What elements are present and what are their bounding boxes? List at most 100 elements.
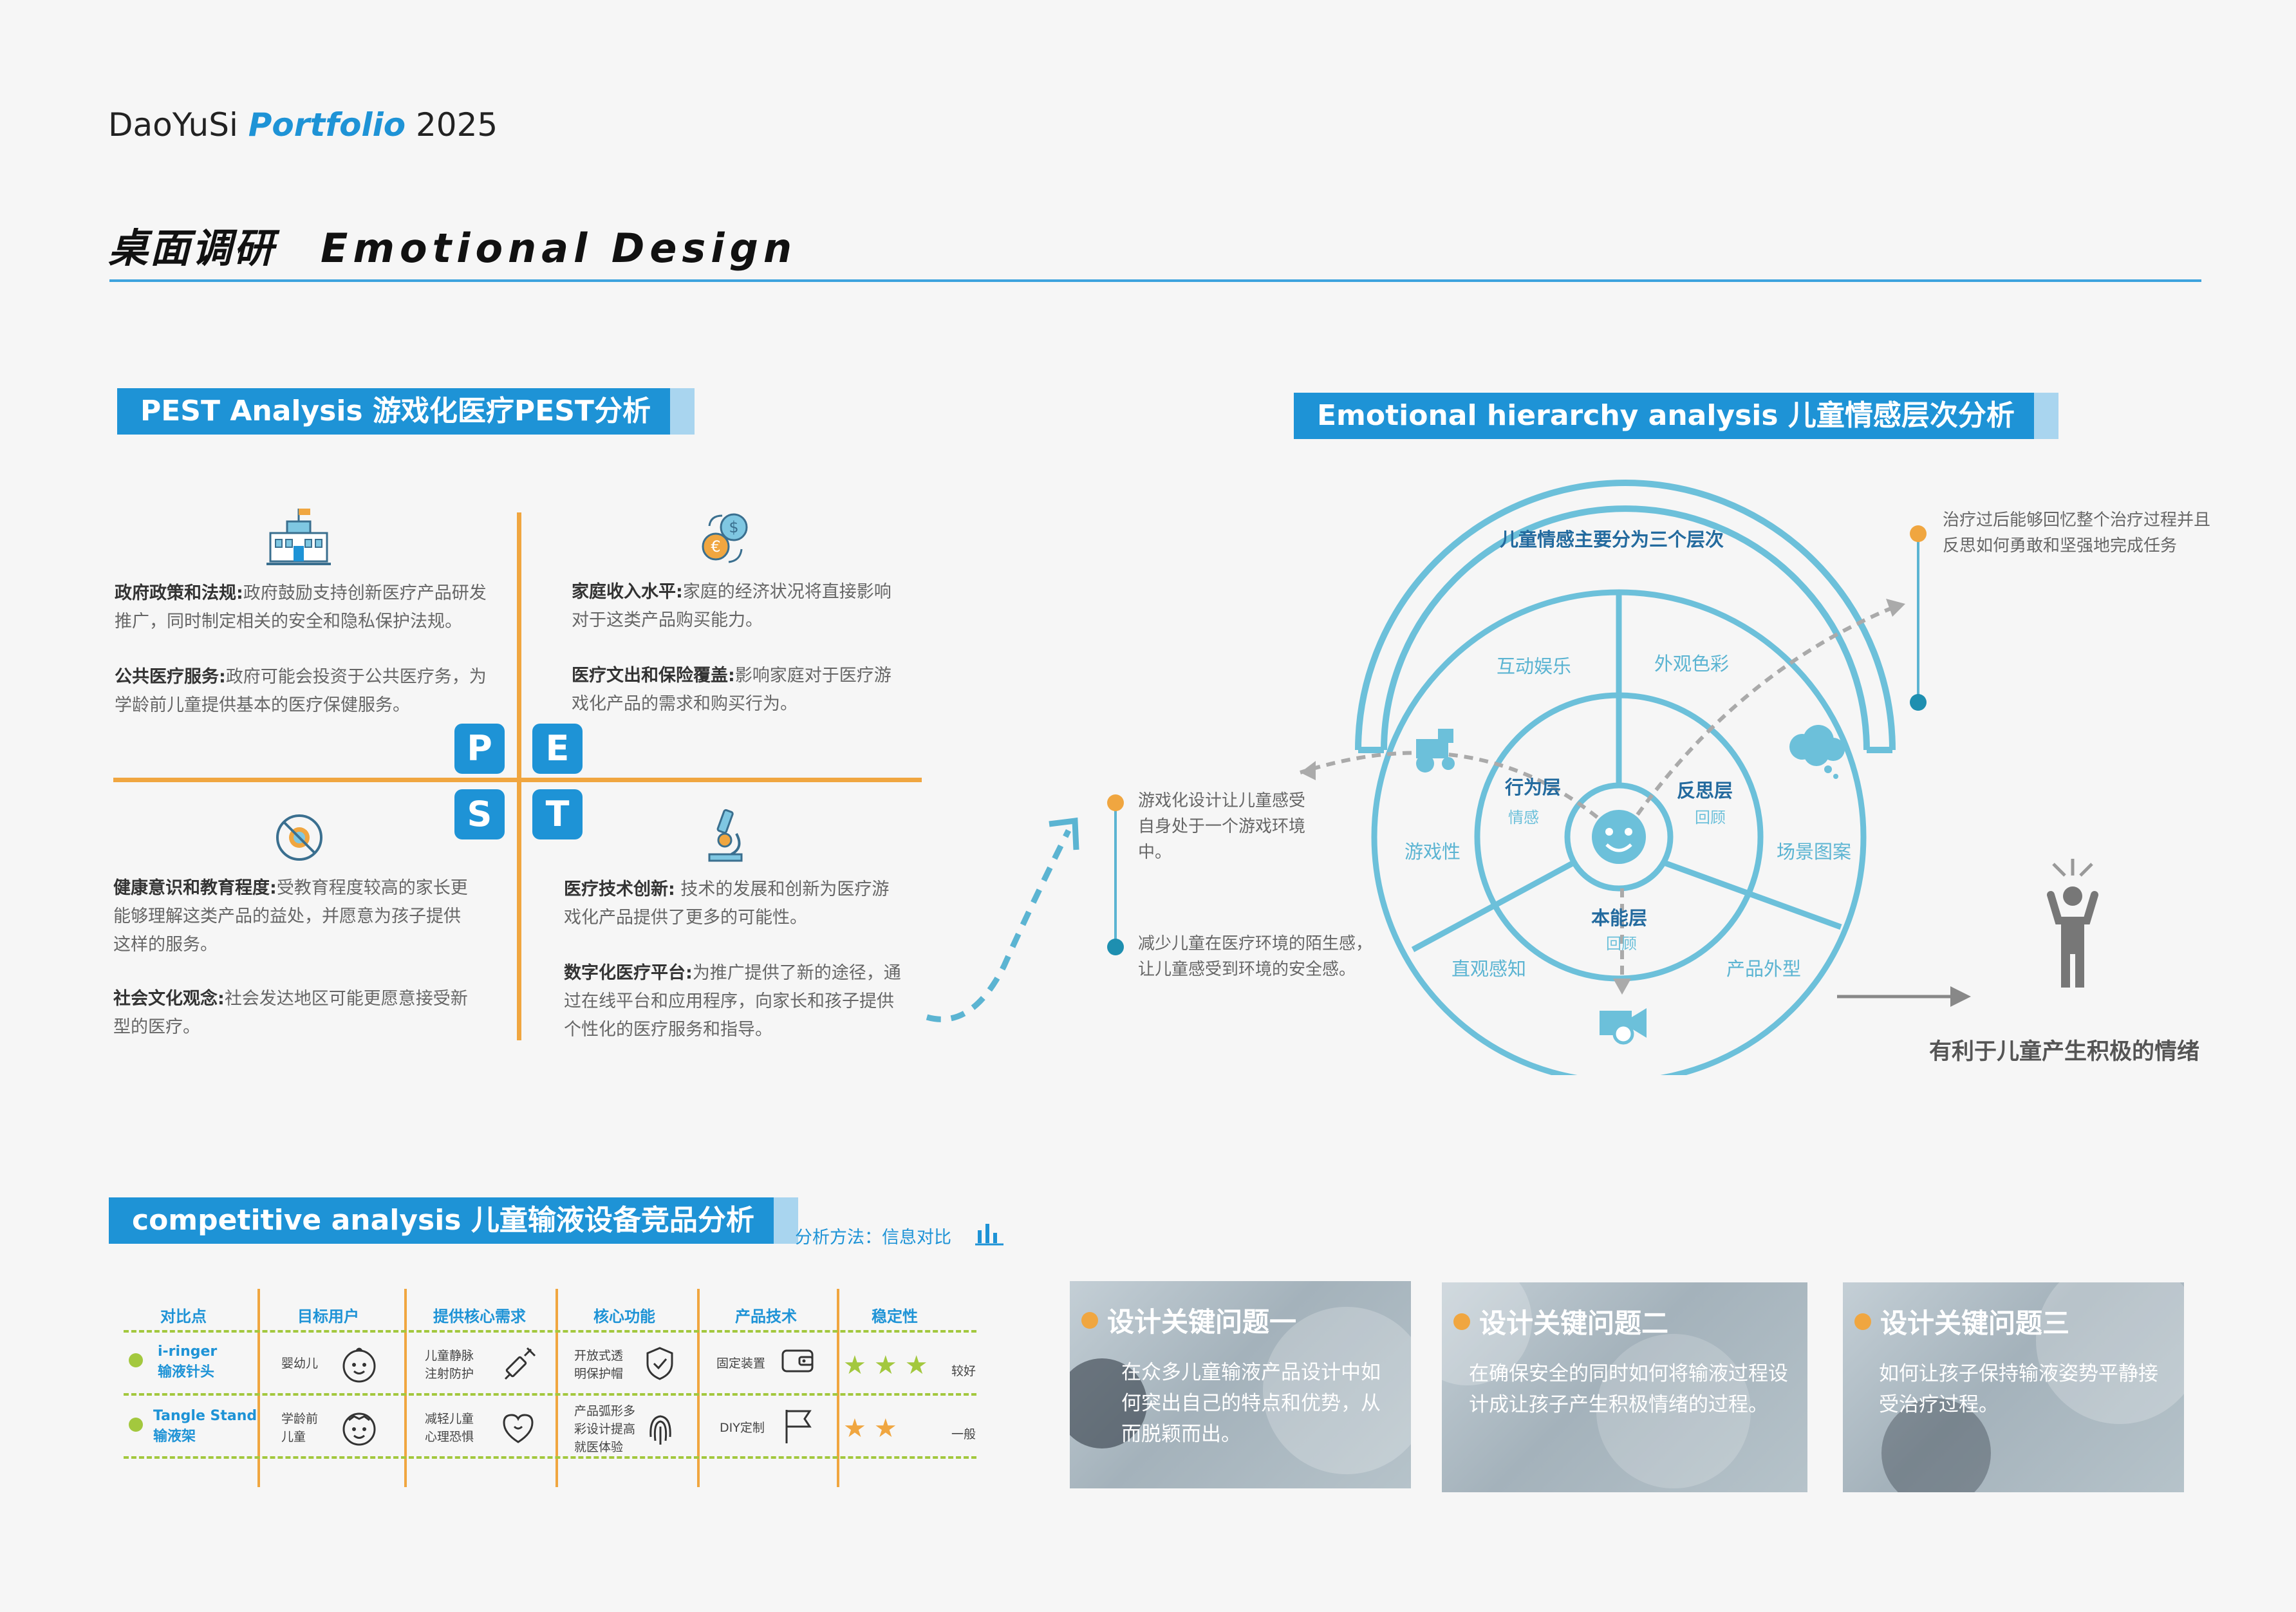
row2-core-function-line1: 产品弧形多	[574, 1404, 636, 1418]
key-question-card-3: 设计关键问题三 如何让孩子保持输液姿势平静接受治疗过程。	[1843, 1282, 2184, 1492]
row2-target-user: 学龄前 儿童	[281, 1410, 318, 1446]
brand-line: DaoYuSi Portfolio 2025	[108, 106, 498, 144]
page-title-en: Emotional Design	[321, 225, 798, 272]
segment-scene-pattern: 场景图案	[1777, 841, 1852, 863]
pest-t-item-2: 数字化医疗平台:为推广提供了新的途径，通过在线平台和应用程序，向家长和孩子提供个…	[564, 959, 905, 1044]
key-question-2-text: 在确保安全的同时如何将输液过程设计成让孩子产生积极情绪的过程。	[1469, 1362, 1788, 1416]
svg-text:€: €	[711, 538, 720, 556]
right-note-dot-orange	[1910, 525, 1927, 542]
pest-s-item-2-label: 社会文化观念:	[113, 989, 225, 1009]
pest-badge-t: T	[532, 789, 583, 839]
product-name: i-ringer	[158, 1344, 218, 1360]
card-photo-shape	[1881, 1398, 1991, 1492]
right-note-connector	[1917, 534, 1919, 700]
row2-rating-stars: ★★	[843, 1414, 905, 1443]
card-photo-shape	[1596, 1334, 1751, 1488]
segment-intuitive-perception: 直观感知	[1451, 958, 1527, 980]
segment-interactive-entertainment: 互动娱乐	[1497, 655, 1572, 677]
baby-face-icon	[342, 1347, 376, 1383]
row2-tech: DIY定制	[720, 1421, 765, 1435]
page-title-cn: 桌面调研	[108, 225, 276, 272]
layer-reflective-sub: 回顾	[1695, 809, 1726, 827]
emotion-arc-title: 儿童情感主要分为三个层次	[1500, 529, 1724, 550]
right-note-dot-teal	[1910, 694, 1927, 711]
layer-visceral-name: 本能层	[1591, 907, 1648, 929]
left-note-1: 游戏化设计让儿童感受自身处于一个游戏环境中。	[1138, 791, 1306, 862]
pest-p-item-2: 公共医疗服务:政府可能会投资于公共医疗务，为学龄前儿童提供基本的医疗保健服务。	[115, 663, 501, 720]
col-header-target-user: 目标用户	[297, 1307, 359, 1326]
row1-rating-label: 较好	[951, 1364, 976, 1378]
pest-p-item-1-label: 政府政策和法规:	[115, 583, 243, 603]
row2-core-function-line2: 彩设计提高	[574, 1422, 636, 1436]
wallet-clip-icon	[781, 1349, 814, 1373]
row2-target-user-line2: 儿童	[281, 1430, 306, 1444]
row1-tech: 固定装置	[716, 1356, 766, 1371]
pest-badge-p: P	[454, 724, 505, 774]
row-bullet	[129, 1353, 143, 1367]
pest-e-item-2: 医疗文出和保险覆盖:影响家庭对于医疗游戏化产品的需求和购买行为。	[572, 662, 900, 718]
col-header-core-function: 核心功能	[593, 1307, 655, 1326]
child-face-icon	[342, 1412, 376, 1446]
pest-section-title: PEST Analysis 游戏化医疗PEST分析	[117, 388, 695, 435]
svg-text:$: $	[729, 518, 738, 536]
key-question-3-title: 设计关键问题三	[1854, 1302, 2069, 1341]
pest-e-item-2-text: 影响家庭对于医疗游戏化产品的需求和购买行为。	[572, 666, 891, 714]
left-note-dot-teal	[1107, 939, 1124, 955]
pest-s-item-2-text: 社会发达地区可能更愿意接受新型的医疗。	[113, 989, 468, 1037]
right-note: 治疗过后能够回忆整个治疗过程并且反思如何勇敢和坚强地完成任务	[1943, 511, 2211, 556]
pest-horizontal-axis	[113, 778, 922, 782]
pest-e-item-1-label: 家庭收入水平:	[572, 582, 683, 602]
row1-core-need-line1: 儿童静脉	[425, 1349, 474, 1363]
col-header-tech: 产品技术	[735, 1307, 797, 1326]
table-row-divider	[124, 1393, 976, 1396]
key-question-3-text: 如何让孩子保持输液姿势平静接受治疗过程。	[1879, 1362, 2158, 1416]
pest-badge-e: E	[532, 724, 583, 774]
pest-p-item-1: 政府政策和法规:政府鼓励支持创新医疗产品研发推广，同时制定相关的安全和隐私保护法…	[115, 579, 501, 636]
pest-p-item-2-text: 政府可能会投资于公共医疗务，为学龄前儿童提供基本的医疗保健服务。	[115, 667, 487, 715]
emotional-section-title: Emotional hierarchy analysis 儿童情感层次分析	[1294, 393, 2058, 439]
analysis-method: 分析方法：信息对比	[795, 1228, 951, 1248]
currency-exchange-icon: $ €	[702, 513, 748, 563]
row1-rating-stars: ★★★	[843, 1351, 936, 1380]
row2-core-need: 减轻儿童 心理恐惧	[425, 1410, 474, 1446]
key-question-2-title: 设计关键问题二	[1453, 1302, 1668, 1341]
card-photo-shape	[1263, 1307, 1411, 1474]
syringe-icon	[504, 1347, 536, 1380]
pest-t-item-1-text: 技术的发展和创新为医疗游戏化产品提供了更多的可能性。	[564, 879, 890, 928]
row1-target-user: 婴幼儿	[281, 1356, 319, 1371]
left-note-2: 减少儿童在医疗环境的陌生感，让儿童感受到环境的安全感。	[1138, 934, 1373, 979]
table-row: i-ringer 输液针头	[158, 1342, 217, 1383]
pest-e-item-1: 家庭收入水平:家庭的经济状况将直接影响对于这类产品购买能力。	[572, 578, 900, 635]
row1-core-function: 开放式透 明保护帽	[574, 1347, 623, 1383]
card-photo-shape	[1070, 1358, 1147, 1448]
col-header-core-needs: 提供核心需求	[433, 1307, 526, 1326]
left-note-dot-orange	[1107, 794, 1124, 811]
row1-core-function-line1: 开放式透	[574, 1349, 624, 1363]
table-row: Tangle Stand 输液架	[153, 1406, 257, 1447]
product-name: Tangle Stand	[153, 1408, 257, 1424]
pest-e-item-2-label: 医疗文出和保险覆盖:	[572, 666, 735, 686]
key-question-card-1: 设计关键问题一 在众多儿童输液产品设计中如何突出自己的特点和优势，从而脱颖而出。	[1070, 1281, 1411, 1488]
pest-badge-s: S	[454, 789, 505, 839]
government-building-icon	[266, 509, 331, 565]
table-divider	[257, 1289, 260, 1487]
pest-t-item-1-label: 医疗技术创新:	[564, 879, 675, 899]
pest-p-item-2-label: 公共医疗服务:	[115, 667, 226, 687]
row2-core-function-line3: 就医体验	[574, 1440, 624, 1454]
product-type: 输液架	[153, 1429, 196, 1445]
pest-t-item-1: 医疗技术创新: 技术的发展和创新为医疗游戏化产品提供了更多的可能性。	[564, 876, 905, 932]
shield-check-icon	[646, 1347, 673, 1380]
pest-e-item-1-text: 家庭的经济状况将直接影响对于这类产品购买能力。	[572, 582, 891, 630]
pest-t-item-2-text: 为推广提供了新的途径，通过在线平台和应用程序，向家长和孩子提供个性化的医疗服务和…	[564, 963, 901, 1040]
key-question-1-text: 在众多儿童输液产品设计中如何突出自己的特点和优势，从而脱颖而出。	[1121, 1361, 1381, 1446]
title-divider	[109, 279, 2201, 282]
emotional-wheel-diagram	[1300, 480, 1905, 1075]
pest-s-item-1-label: 健康意识和教育程度:	[113, 878, 277, 898]
flag-icon	[785, 1410, 812, 1443]
segment-product-shape: 产品外型	[1726, 958, 1802, 980]
row1-core-function-line2: 明保护帽	[574, 1367, 624, 1381]
row2-target-user-line1: 学龄前	[281, 1412, 319, 1426]
table-divider	[837, 1289, 839, 1487]
layer-behavior-name: 行为层	[1505, 776, 1562, 798]
pest-s-item-1: 健康意识和教育程度:受教育程度较高的家长更能够理解这类产品的益处，并愿意为孩子提…	[113, 874, 474, 959]
